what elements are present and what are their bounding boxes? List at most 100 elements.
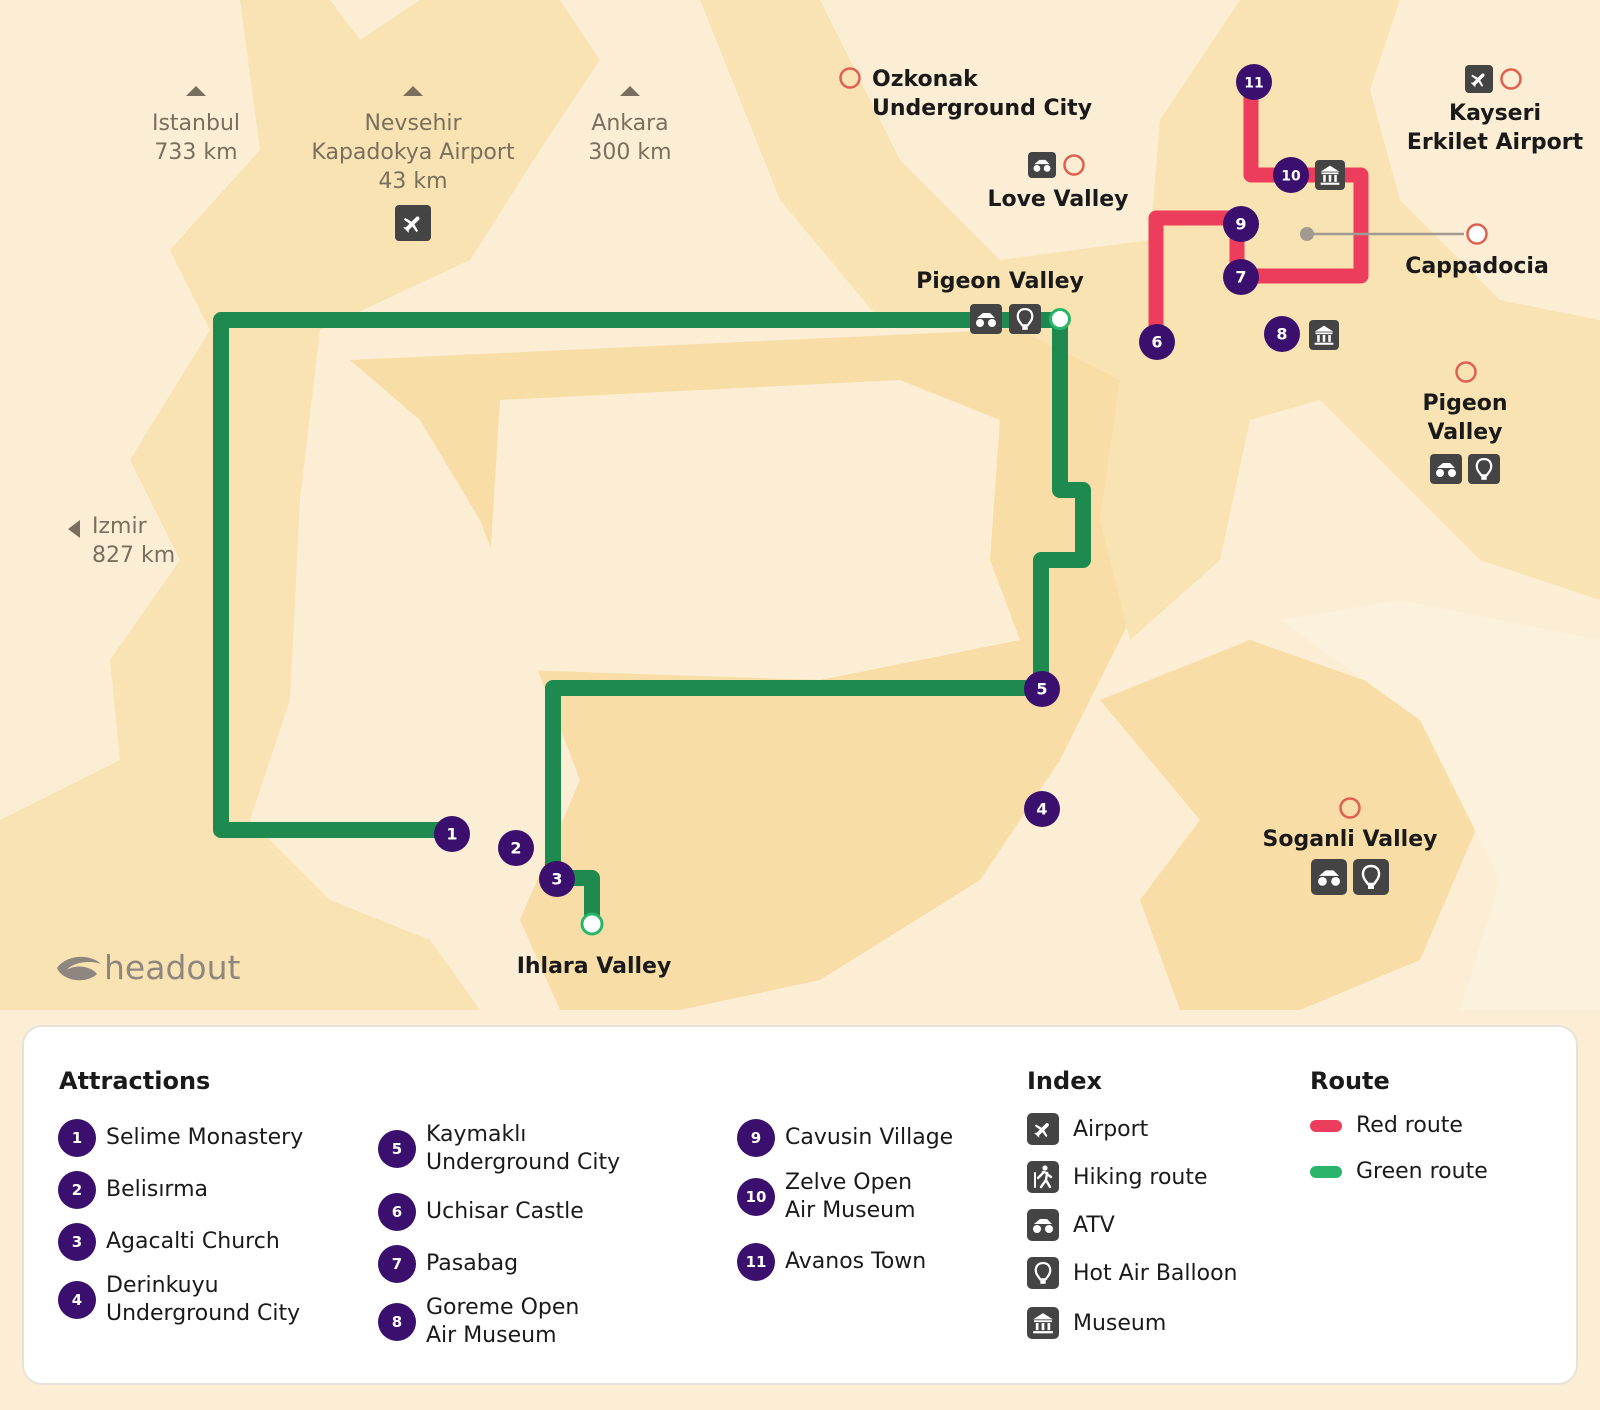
attraction-number-badge: 5: [378, 1130, 416, 1168]
attraction-marker-3[interactable]: 3: [539, 861, 575, 897]
index-item-atv[interactable]: ATV: [1027, 1209, 1115, 1241]
legend-attraction[interactable]: 8 Goreme Open Air Museum: [378, 1294, 579, 1350]
kayseri-marker[interactable]: [1500, 68, 1522, 90]
goreme-museum-icon[interactable]: [1309, 320, 1339, 350]
attraction-name: Zelve Open Air Museum: [785, 1170, 916, 1223]
attraction-marker-number: 6: [1151, 333, 1162, 352]
index-title: Index: [1027, 1067, 1102, 1095]
attraction-marker-circle: [1273, 157, 1309, 193]
zelve-museum-icon[interactable]: [1315, 160, 1345, 190]
index-item-museum[interactable]: Museum: [1027, 1307, 1166, 1339]
terrain-band: [1100, 640, 1480, 1010]
attraction-number-badge: 2: [58, 1171, 96, 1209]
cappadocia-connector-dot: [1300, 227, 1314, 241]
route-label: Green route: [1356, 1159, 1488, 1184]
attraction-name: Uchisar Castle: [426, 1199, 584, 1224]
pigeon-valley-east-marker[interactable]: [1455, 361, 1477, 383]
attraction-name: Avanos Town: [785, 1249, 927, 1274]
terrain-band: [1280, 600, 1600, 1010]
attraction-marker-circle: [434, 816, 470, 852]
attraction-name: Belisırma: [106, 1177, 208, 1202]
green-route-endpoint-pigeon[interactable]: [1049, 308, 1071, 330]
route-title: Route: [1310, 1067, 1390, 1095]
legend-attraction[interactable]: 6 Uchisar Castle: [378, 1193, 584, 1231]
soganli-atv-icon[interactable]: [1311, 859, 1347, 895]
index-item-airport[interactable]: Airport: [1027, 1113, 1148, 1145]
green-route-endpoint-ihlara[interactable]: [580, 912, 604, 936]
attraction-marker-number: 4: [1036, 800, 1047, 819]
index-item-balloon[interactable]: Hot Air Balloon: [1027, 1257, 1237, 1289]
legend-attraction[interactable]: 5 Kaymaklı Underground City: [378, 1121, 620, 1177]
pigeon-valley-label: Pigeon Valley: [916, 269, 1084, 294]
attraction-marker-11[interactable]: 11: [1236, 64, 1272, 100]
attraction-marker-4[interactable]: 4: [1024, 791, 1060, 827]
legend-attraction[interactable]: 10 Zelve Open Air Museum: [737, 1169, 916, 1225]
pigeon-valley-atv-icon[interactable]: [970, 304, 1002, 334]
attraction-number-badge: 3: [58, 1223, 96, 1261]
pigeon-valley-balloon-icon[interactable]: [1009, 304, 1041, 334]
nevsehir-airport-icon[interactable]: [395, 205, 431, 241]
attraction-marker-10[interactable]: 10: [1273, 157, 1309, 193]
legend-attraction[interactable]: 2 Belisırma: [58, 1171, 208, 1209]
legend-attraction[interactable]: 4 Derinkuyu Underground City: [58, 1272, 300, 1328]
attraction-marker-1[interactable]: 1: [434, 816, 470, 852]
headout-logo-mark: [57, 956, 101, 981]
index-label: Hot Air Balloon: [1073, 1260, 1238, 1286]
soganli-marker[interactable]: [1339, 797, 1361, 819]
ozkonak-marker[interactable]: [839, 67, 861, 89]
attraction-number-badge: 7: [378, 1245, 416, 1283]
hot-air-balloon-icon: [1027, 1257, 1059, 1289]
attraction-marker-circle: [498, 830, 534, 866]
terrain-band: [490, 380, 1020, 680]
terrain-band: [0, 0, 600, 1010]
attraction-name: Agacalti Church: [106, 1229, 280, 1254]
attraction-marker-circle: [1223, 259, 1259, 295]
attraction-number-badge: 4: [58, 1281, 96, 1319]
soganli-balloon-icon[interactable]: [1353, 859, 1389, 895]
index-label: Hiking route: [1073, 1164, 1208, 1190]
attraction-marker-5[interactable]: 5: [1024, 671, 1060, 707]
hiking-icon: [1027, 1161, 1059, 1193]
love-valley-marker[interactable]: [1063, 154, 1085, 176]
legend-attraction[interactable]: 11 Avanos Town: [737, 1243, 926, 1281]
soganli-label: Soganli Valley: [1263, 827, 1438, 852]
attraction-marker-6[interactable]: 6: [1139, 324, 1175, 360]
index-label: Airport: [1073, 1116, 1149, 1142]
attraction-name: Goreme Open Air Museum: [426, 1295, 580, 1348]
izmir-direction-icon: [68, 520, 80, 538]
pigeon-valley-east-balloon-icon[interactable]: [1468, 454, 1500, 484]
legend-attraction[interactable]: 9 Cavusin Village: [737, 1119, 953, 1157]
istanbul-direction-icon: [186, 86, 206, 96]
headout-logo[interactable]: [57, 956, 101, 981]
pigeon-valley-east-atv-icon[interactable]: [1430, 454, 1462, 484]
index-item-hiking[interactable]: Hiking route: [1027, 1161, 1208, 1193]
attraction-number-badge: 8: [378, 1303, 416, 1341]
attraction-marker-circle: [1139, 324, 1175, 360]
index-label: ATV: [1073, 1212, 1115, 1238]
attraction-marker-number: 3: [551, 870, 562, 889]
legend-attraction[interactable]: 7 Pasabag: [378, 1245, 518, 1283]
legend-attraction[interactable]: 1 Selime Monastery: [58, 1119, 303, 1157]
attraction-marker-9[interactable]: 9: [1223, 206, 1259, 242]
attraction-number-badge: 1: [58, 1119, 96, 1157]
route-item-red[interactable]: Red route: [1310, 1113, 1463, 1138]
attraction-name: Pasabag: [426, 1251, 519, 1276]
cappadocia-marker[interactable]: [1466, 223, 1488, 245]
route-item-green[interactable]: Green route: [1310, 1159, 1488, 1184]
attraction-marker-circle: [1236, 64, 1272, 100]
attraction-marker-number: 10: [1281, 169, 1301, 185]
attraction-marker-8[interactable]: 8: [1264, 316, 1300, 352]
attraction-number-badge: 6: [378, 1193, 416, 1231]
love-valley-atv-icon[interactable]: [1028, 152, 1056, 178]
attraction-marker-2[interactable]: 2: [498, 830, 534, 866]
ankara-direction-icon: [620, 86, 640, 96]
attraction-marker-7[interactable]: 7: [1223, 259, 1259, 295]
attraction-name: Kaymaklı Underground City: [426, 1122, 621, 1175]
kayseri-airport-icon[interactable]: [1465, 65, 1493, 93]
museum-icon: [1027, 1307, 1059, 1339]
atv-icon: [1027, 1209, 1059, 1241]
legend-attraction[interactable]: 3 Agacalti Church: [58, 1223, 280, 1261]
